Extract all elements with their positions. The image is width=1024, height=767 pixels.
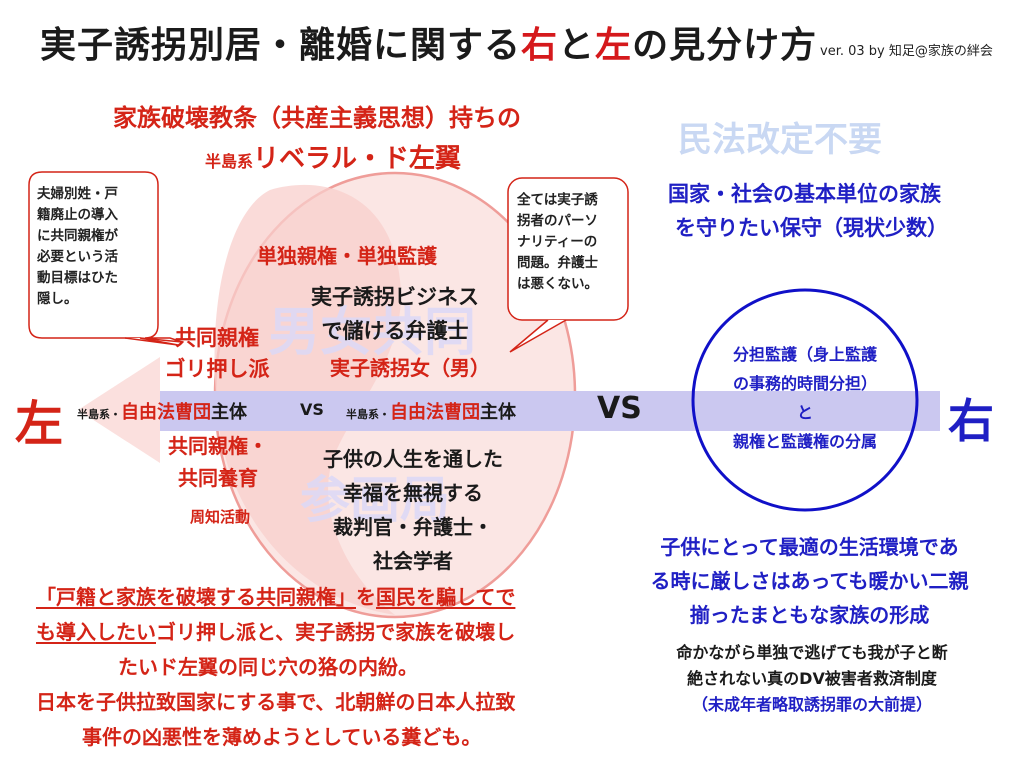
push-line: ゴリ押し派	[164, 357, 270, 381]
business-text: 実子誘拐ビジネス で儲ける弁護士	[300, 280, 490, 348]
left-bottom-segment: 国民を騙してで	[376, 585, 516, 609]
ignore-text: 子供の人生を通した 幸福を無視する 裁判官・弁護士・ 社会学者	[298, 442, 528, 578]
business-line: 実子誘拐ビジネス	[311, 285, 479, 309]
bubble-left-tail	[124, 337, 179, 346]
left-bottom-text: 「戸籍と家族を破壊する共同親権」を国民を騙してで も導入したいゴリ押し派と、実子…	[36, 580, 515, 755]
dv-line: （未成年者略取誘拐罪の大前提）	[691, 695, 932, 714]
circle-line: の事務的時間分担）	[732, 374, 877, 393]
left-bottom-line1: 「戸籍と家族を破壊する共同親権」を国民を騙してで	[36, 580, 515, 615]
best-line: る時に厳しさはあっても暖かい二親	[650, 569, 969, 593]
bar-label: 自由法曹団	[121, 402, 211, 423]
bubble-left-line: 夫婦別姓・戸	[37, 186, 118, 202]
left-bottom-segment: を	[356, 585, 376, 609]
left-bottom-segment: 日本を子供拉致国家にする事で、北朝鮮の日本人拉致	[36, 690, 516, 714]
business-line: で儲ける弁護士	[321, 319, 469, 343]
left-bottom-line2: も導入したいゴリ押し派と、実子誘拐で家族を破壊し	[36, 615, 515, 650]
bubble-right-line: 問題。弁護士	[517, 255, 598, 271]
bubble-right-line: 拐者のパーソ	[517, 213, 598, 229]
ignore-line: 子供の人生を通した	[323, 447, 503, 471]
left-bottom-segment: も導入したい	[36, 620, 156, 644]
bubble-left-line: に共同親権が	[37, 228, 118, 244]
left-bottom-segment: 事件の凶悪性を薄めようとしている糞ども。	[82, 725, 482, 749]
watermark-top: 男女共同	[268, 303, 477, 363]
circle-line: 親権と監護権の分属	[732, 432, 877, 451]
bubble-left: 夫婦別姓・戸 籍廃止の導入 に共同親権が 必要という活 動目標はひた 隠し。	[37, 184, 155, 310]
left-bottom-segment: 「戸籍と家族を破壊する共同親権」	[36, 585, 356, 609]
ignore-line: 裁判官・弁護士・	[333, 515, 493, 539]
sole-custody: 単独親権・単独監護	[257, 244, 437, 268]
peninsula-label: 半島系・	[77, 408, 121, 421]
left-header-line2: 半島系リベラル・ド左翼	[205, 138, 461, 175]
push-label: 共同親権 ゴリ押し派	[152, 323, 282, 385]
bubble-left-line: 必要という活	[37, 249, 118, 265]
bubble-left-line: 隠し。	[37, 291, 78, 307]
arrow-right-group: 半島系・自由法曹団主体	[346, 398, 516, 424]
circle-text: 分担監護（身上監護 の事務的時間分担） と 親権と監護権の分属	[702, 340, 908, 456]
arrow-left-group: 半島系・自由法曹団主体	[77, 398, 247, 424]
owner-label: 主体	[211, 402, 247, 423]
right-header-line1: 国家・社会の基本単位の家族	[668, 182, 941, 206]
left-bottom-line3: たいド左翼の同じ穴の狢の内紛。	[36, 650, 515, 685]
best-line: 子供にとって最適の生活環境であ	[660, 535, 959, 559]
ignore-line: 社会学者	[373, 549, 453, 573]
left-bottom-segment: たいド左翼の同じ穴の狢の内紛。	[118, 655, 418, 679]
right-header-faded: 民法改定不要	[678, 120, 882, 160]
title-and: と	[558, 25, 596, 66]
best-line: 揃ったまともな家族の形成	[689, 603, 930, 627]
joint-line: 共同親権・	[168, 434, 268, 458]
version-credit: ver. 03 by 知足@家族の絆会	[820, 44, 993, 59]
watermark-bottom: 参画局	[300, 471, 450, 529]
ignore-line: 幸福を無視する	[343, 481, 483, 505]
arrow-head	[78, 357, 160, 463]
peninsula-label: 半島系・	[346, 408, 390, 421]
right-circle	[691, 288, 919, 512]
left-bottom-line4: 日本を子供拉致国家にする事で、北朝鮮の日本人拉致	[36, 685, 515, 720]
bar-label: 自由法曹団	[390, 402, 480, 423]
dv-line: 命かながら単独で逃げても我が子と断	[676, 643, 948, 662]
bubble-right-line: 全ては実子誘	[517, 192, 598, 208]
circle-line: と	[796, 403, 813, 422]
abduction-woman: 実子誘拐女（男）	[330, 356, 490, 380]
bubble-left-line: 籍廃止の導入	[37, 207, 118, 223]
left-header-prefix: 半島系	[205, 152, 254, 171]
bubble-left-line: 動目標はひた	[37, 270, 118, 286]
bubble-right-line: ナリティーの	[517, 234, 598, 250]
dv-relief: 命かながら単独で逃げても我が子と断 絶されない真のDV被害者救済制度 （未成年者…	[632, 640, 992, 718]
left-bottom-segment: ゴリ押し派と、実子誘拐で家族を破壊し	[156, 620, 516, 644]
awareness-label: 周知活動	[190, 508, 251, 526]
vs-big: VS	[597, 391, 642, 426]
title-tail: の見分け方	[632, 25, 818, 66]
title-right: 右	[521, 25, 559, 66]
push-line: 共同親権	[175, 326, 259, 350]
left-header-main: リベラル・ド左翼	[253, 144, 462, 174]
page-title: 実子誘拐別居・離婚に関する右と左の見分け方	[40, 16, 817, 68]
arrow-bar	[160, 391, 940, 431]
joint-line: 共同養育	[178, 466, 258, 490]
title-left: 左	[595, 25, 633, 66]
title-text: 実子誘拐別居・離婚に関する	[40, 25, 522, 66]
left-bottom-line5: 事件の凶悪性を薄めようとしている糞ども。	[36, 720, 515, 755]
dv-line: 絶されない真のDV被害者救済制度	[687, 669, 937, 688]
left-header-line1: 家族破壊教条（共産主義思想）持ちの	[113, 104, 521, 132]
best-environment: 子供にとって最適の生活環境であ る時に厳しさはあっても暖かい二親 揃ったまともな…	[612, 530, 1007, 632]
right-big-label: 右	[948, 394, 994, 448]
bubble-right-tail	[509, 319, 567, 353]
circle-line: 分担監護（身上監護	[732, 345, 877, 364]
vs-small: VS	[300, 400, 324, 419]
left-big-label: 左	[15, 396, 64, 452]
bubble-right: 全ては実子誘 拐者のパーソ ナリティーの 問題。弁護士 は悪くない。	[517, 190, 625, 295]
right-header-line2: を守りたい保守（現状少数）	[675, 216, 948, 240]
joint-label: 共同親権・ 共同養育	[158, 430, 278, 494]
bubble-right-shape	[507, 177, 629, 321]
owner-label: 主体	[480, 402, 516, 423]
bubble-right-line: は悪くない。	[517, 276, 598, 292]
bubble-left-shape	[28, 171, 183, 343]
